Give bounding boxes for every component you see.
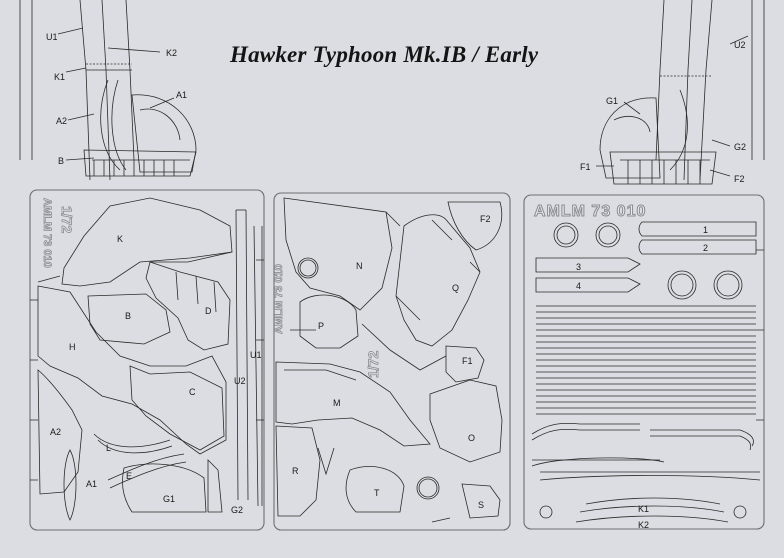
right-gear-detail bbox=[596, 0, 765, 185]
part-h: H bbox=[69, 342, 76, 352]
part-o: O bbox=[468, 433, 475, 443]
part-g2: G2 bbox=[231, 505, 243, 515]
part-u2: U2 bbox=[234, 376, 246, 386]
part-u1: U1 bbox=[250, 350, 262, 360]
callout-right-g2: G2 bbox=[734, 142, 746, 152]
callout-left-u1: U1 bbox=[46, 32, 58, 42]
part-f2: F2 bbox=[480, 214, 491, 224]
part-b: B bbox=[125, 311, 131, 321]
callout-left-a2: A2 bbox=[56, 116, 67, 126]
fret-3-drawing bbox=[523, 194, 765, 530]
strip-2: 2 bbox=[703, 243, 708, 253]
callout-right-f1: F1 bbox=[580, 162, 591, 172]
part-s: S bbox=[478, 500, 484, 510]
part-q: Q bbox=[452, 283, 459, 293]
part-k1: K1 bbox=[638, 504, 649, 514]
fret-2-code: AMLM 73 010 bbox=[273, 264, 285, 334]
part-a1: A1 bbox=[86, 479, 97, 489]
callout-left-k1: K1 bbox=[54, 72, 65, 82]
fret-2-drawing bbox=[273, 192, 511, 531]
fret-2-scale: 1/72 bbox=[365, 351, 381, 378]
fret-1-scale: 1/72 bbox=[59, 206, 75, 233]
callout-right-f2: F2 bbox=[734, 174, 745, 184]
part-n: N bbox=[356, 261, 363, 271]
part-c: C bbox=[189, 387, 196, 397]
part-e: E bbox=[126, 471, 132, 481]
fret-1-code: AMLM 73 010 bbox=[41, 198, 53, 268]
part-k: K bbox=[117, 234, 123, 244]
callout-right-u2: U2 bbox=[734, 40, 746, 50]
callout-right-g1: G1 bbox=[606, 96, 618, 106]
strip-1: 1 bbox=[703, 225, 708, 235]
left-gear-detail bbox=[19, 0, 197, 181]
callout-left-a1: A1 bbox=[176, 90, 187, 100]
part-g1: G1 bbox=[163, 494, 175, 504]
part-t: T bbox=[374, 488, 380, 498]
sheet-title: Hawker Typhoon Mk.IB / Early bbox=[230, 42, 539, 67]
part-k2: K2 bbox=[638, 520, 649, 530]
part-m: M bbox=[333, 398, 341, 408]
callout-left-k2: K2 bbox=[166, 48, 177, 58]
callout-left-b: B bbox=[58, 156, 64, 166]
part-f1: F1 bbox=[462, 356, 473, 366]
part-l: L bbox=[106, 443, 111, 453]
part-p: P bbox=[318, 321, 324, 331]
fret-3-code: AMLM 73 010 bbox=[534, 203, 646, 220]
part-d: D bbox=[205, 306, 212, 316]
fret-1-drawing bbox=[29, 189, 265, 531]
part-a2: A2 bbox=[50, 427, 61, 437]
strip-4: 4 bbox=[576, 281, 581, 291]
strip-3: 3 bbox=[576, 262, 581, 272]
part-r: R bbox=[292, 466, 299, 476]
